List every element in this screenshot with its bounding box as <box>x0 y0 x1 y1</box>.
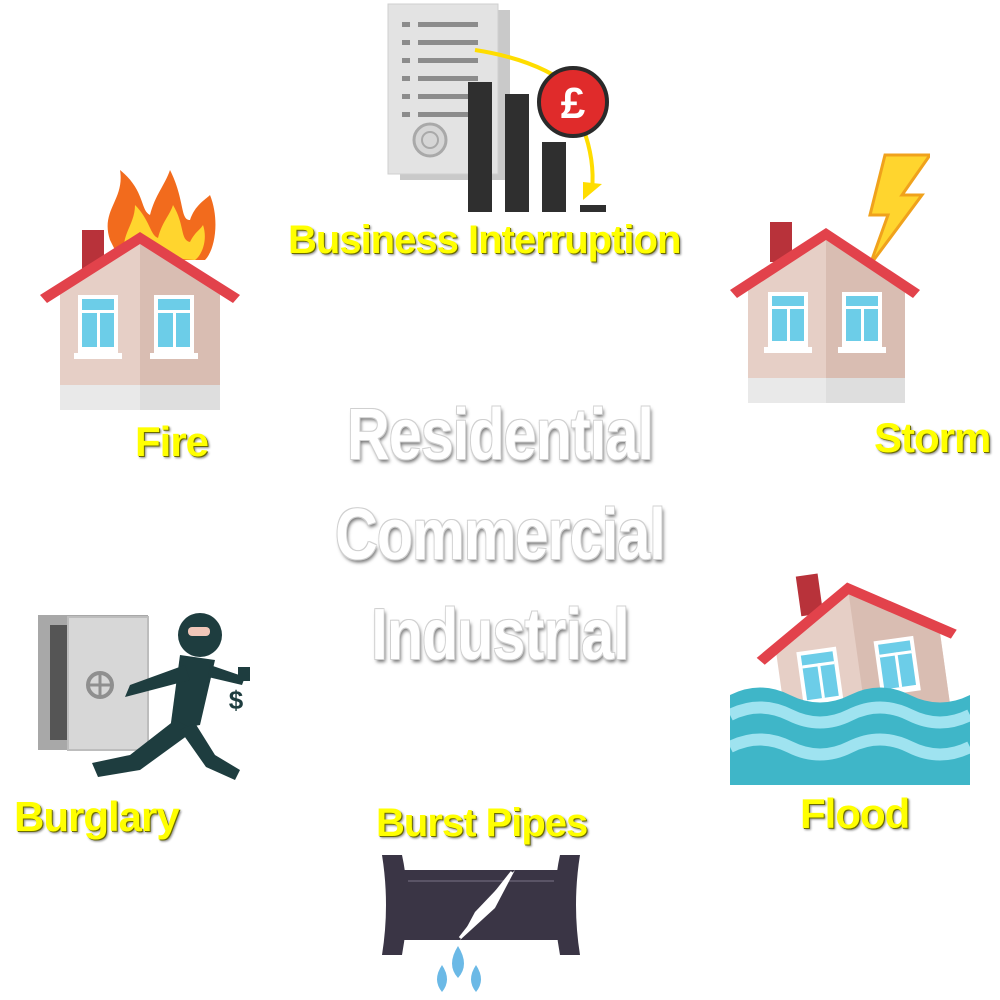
burst-pipes-item: Burst Pipes <box>360 795 620 995</box>
center-line-industrial: Industrial <box>371 595 629 675</box>
burglar-icon: $ <box>38 613 250 780</box>
pound-symbol: £ <box>561 79 586 128</box>
property-types: Residential Commercial Industrial <box>250 385 750 685</box>
burning-house-icon <box>40 170 240 410</box>
storm-label: Storm <box>874 414 991 461</box>
financial-loss-icon: £ <box>387 3 609 212</box>
dollar-symbol: $ <box>229 685 244 715</box>
flooded-house-icon <box>730 573 970 785</box>
burglary-label: Burglary <box>14 793 180 840</box>
storm-item: Storm <box>730 150 1000 470</box>
fire-label: Fire <box>135 418 209 465</box>
burst-pipes-label: Burst Pipes <box>376 801 588 845</box>
fire-item: Fire <box>40 160 240 470</box>
lightning-house-icon <box>730 153 930 403</box>
burst-pipe-icon <box>382 855 580 992</box>
center-line-commercial: Commercial <box>335 495 666 575</box>
burglary-item: $ Burglary <box>10 605 270 850</box>
center-line-residential: Residential <box>347 395 654 475</box>
business-interruption-item: £ Business Interruption <box>288 0 681 262</box>
flood-label: Flood <box>800 790 910 837</box>
flood-item: Flood <box>730 565 980 845</box>
business-interruption-label: Business Interruption <box>288 218 681 262</box>
